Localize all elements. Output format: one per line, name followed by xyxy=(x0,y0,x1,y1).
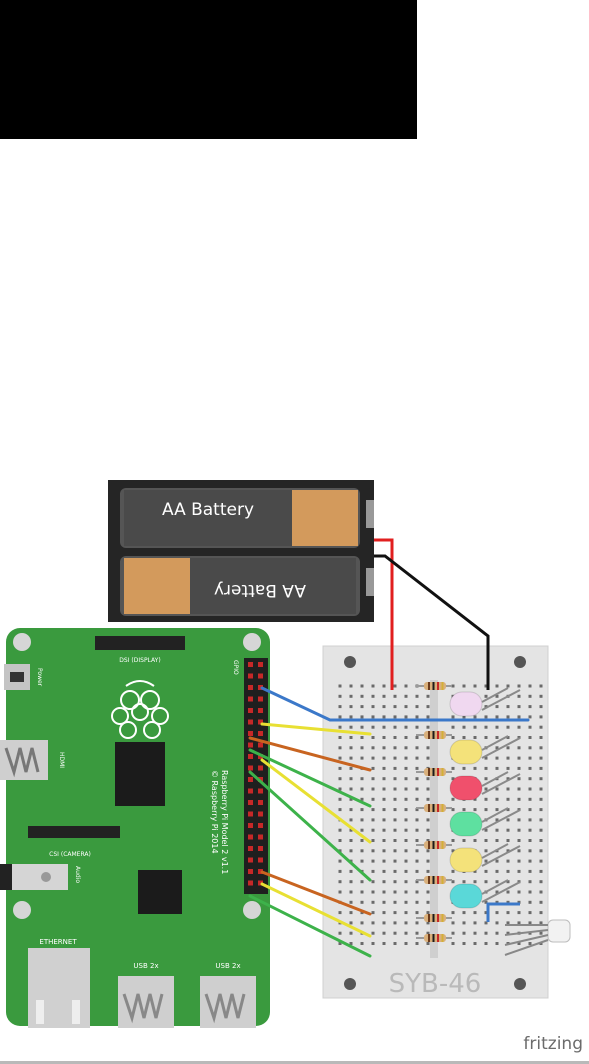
led-green xyxy=(449,811,483,837)
gpio-pin xyxy=(258,800,263,805)
pi-mount-hole-icon xyxy=(13,633,31,651)
gpio-pin xyxy=(258,731,263,736)
gpio-wire xyxy=(260,882,372,938)
raspberry-pi-board: DSI (DISPLAY) Power HDMI CSI (CAMERA) xyxy=(0,628,270,1028)
power-label: Power xyxy=(36,668,43,687)
led-cyan xyxy=(449,883,483,909)
battery-label-bottom: AA Battery xyxy=(214,580,306,600)
mount-hole-icon xyxy=(344,978,356,990)
battery-red-wire xyxy=(374,538,394,690)
led-red xyxy=(449,775,483,801)
gpio-pin xyxy=(258,823,263,828)
gpio-pin xyxy=(248,880,253,886)
gpio-pin xyxy=(248,765,253,771)
gpio-wires xyxy=(248,686,530,958)
gpio-pin xyxy=(258,685,263,690)
gpio-pin xyxy=(258,880,263,886)
csi-label: CSI (CAMERA) xyxy=(49,851,91,858)
gpio-pin xyxy=(248,800,253,805)
gpio-pin xyxy=(258,811,263,817)
pi-mount-hole-icon xyxy=(243,901,261,919)
gpio-pin xyxy=(248,673,253,679)
gpio-pin xyxy=(258,708,263,713)
gpio-pin xyxy=(248,754,253,759)
gpio-pin xyxy=(248,719,253,725)
gpio-wire xyxy=(248,770,372,882)
gpio-pin xyxy=(248,696,253,702)
gpio-pin xyxy=(248,708,253,713)
gpio-pin xyxy=(258,662,263,667)
pi-mount-hole-icon xyxy=(243,633,261,651)
gpio-wire xyxy=(248,736,372,772)
battery-pack: AA Battery AA Battery xyxy=(108,480,374,622)
raspberry-logo-icon xyxy=(111,680,169,739)
battery-black-wire xyxy=(374,554,490,690)
battery-label-top: AA Battery xyxy=(162,500,254,520)
led-white xyxy=(449,691,483,717)
fritzing-brand-label: fritzing xyxy=(523,1034,583,1054)
pi-mount-hole-icon xyxy=(13,901,31,919)
model-line-2: © Raspberry Pi 2014 xyxy=(210,770,219,854)
gpio-pin xyxy=(248,846,253,851)
gpio-wire xyxy=(260,722,372,736)
leds xyxy=(449,687,521,909)
gpio-pin xyxy=(258,719,263,725)
model-line-1: Raspberry Pi Model 2 v1.1 xyxy=(220,770,229,874)
gpio-label: GPIO xyxy=(232,660,239,675)
ground-wire xyxy=(486,902,520,922)
gpio-pin xyxy=(248,857,253,863)
gpio-pin xyxy=(258,857,263,863)
led-yellow xyxy=(449,847,483,873)
usb-left-label: USB 2x xyxy=(133,962,158,970)
resistors xyxy=(416,682,452,942)
gpio-pin xyxy=(258,869,263,874)
gpio-wire xyxy=(248,748,372,808)
black-redaction-block xyxy=(0,0,417,139)
gpio-pin xyxy=(248,834,253,840)
gpio-wire xyxy=(260,686,530,722)
mount-hole-icon xyxy=(514,978,526,990)
gpio-pin xyxy=(248,823,253,828)
gpio-pin xyxy=(248,742,253,748)
mount-hole-icon xyxy=(514,656,526,668)
gpio-pin xyxy=(258,765,263,771)
dsi-label: DSI (DISPLAY) xyxy=(119,657,160,664)
gpio-pin xyxy=(248,662,253,667)
breadboard: SYB-46 xyxy=(322,645,549,999)
breadboard-label: SYB-46 xyxy=(389,969,482,999)
hdmi-label: HDMI xyxy=(58,752,65,768)
gpio-pin xyxy=(248,788,253,794)
gpio-pin xyxy=(258,696,263,702)
gpio-pin xyxy=(258,673,263,679)
gpio-pin xyxy=(258,788,263,794)
gpio-pin xyxy=(248,811,253,817)
usb-right-label: USB 2x xyxy=(215,962,240,970)
gpio-pin xyxy=(258,846,263,851)
gpio-pin xyxy=(248,731,253,736)
gpio-pin xyxy=(258,834,263,840)
gpio-wire xyxy=(248,894,372,958)
gpio-wire xyxy=(260,870,372,916)
gpio-pin xyxy=(248,777,253,782)
gpio-pin xyxy=(258,742,263,748)
audio-label: Audio xyxy=(74,866,81,883)
gpio-wire xyxy=(260,758,372,844)
led-yellow xyxy=(449,739,483,765)
ethernet-label: ETHERNET xyxy=(39,938,77,946)
rgb-led xyxy=(504,919,571,956)
gpio-pin xyxy=(248,869,253,874)
gpio-pin xyxy=(248,685,253,690)
mount-hole-icon xyxy=(344,656,356,668)
bottom-divider xyxy=(0,1061,589,1064)
